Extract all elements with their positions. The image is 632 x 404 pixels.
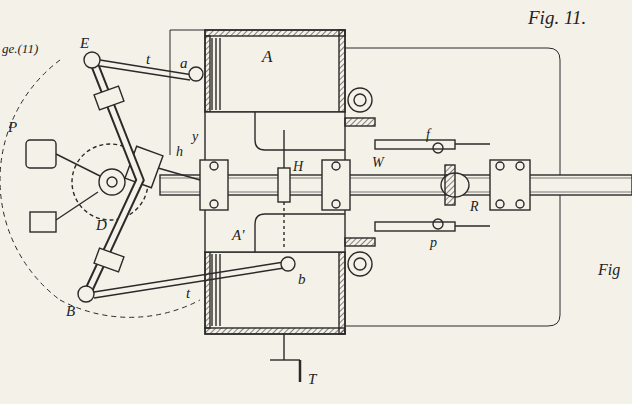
part-letter: R <box>470 200 479 214</box>
part-letter: a <box>180 56 188 71</box>
part-letter: A <box>262 48 272 65</box>
figure-caption: Fig. 11. <box>528 8 586 27</box>
part-letter: B <box>66 304 75 319</box>
part-letter: H <box>293 160 303 174</box>
figure-caption: Fig <box>598 262 620 278</box>
part-letter: t <box>186 286 190 301</box>
part-letter: b <box>298 272 306 287</box>
part-letter: t <box>146 52 150 67</box>
part-letter: A' <box>232 228 244 243</box>
part-letter: f <box>426 128 430 142</box>
figure-caption: ge.(11) <box>2 42 38 55</box>
part-letter: p <box>430 236 437 250</box>
part-letter: W <box>372 156 384 170</box>
part-letter: P <box>8 120 17 135</box>
part-letter: y <box>192 130 198 144</box>
part-letter: h <box>176 145 183 159</box>
part-letter: D <box>96 218 107 233</box>
part-letter: E <box>80 36 89 51</box>
part-letter: T <box>308 372 316 387</box>
